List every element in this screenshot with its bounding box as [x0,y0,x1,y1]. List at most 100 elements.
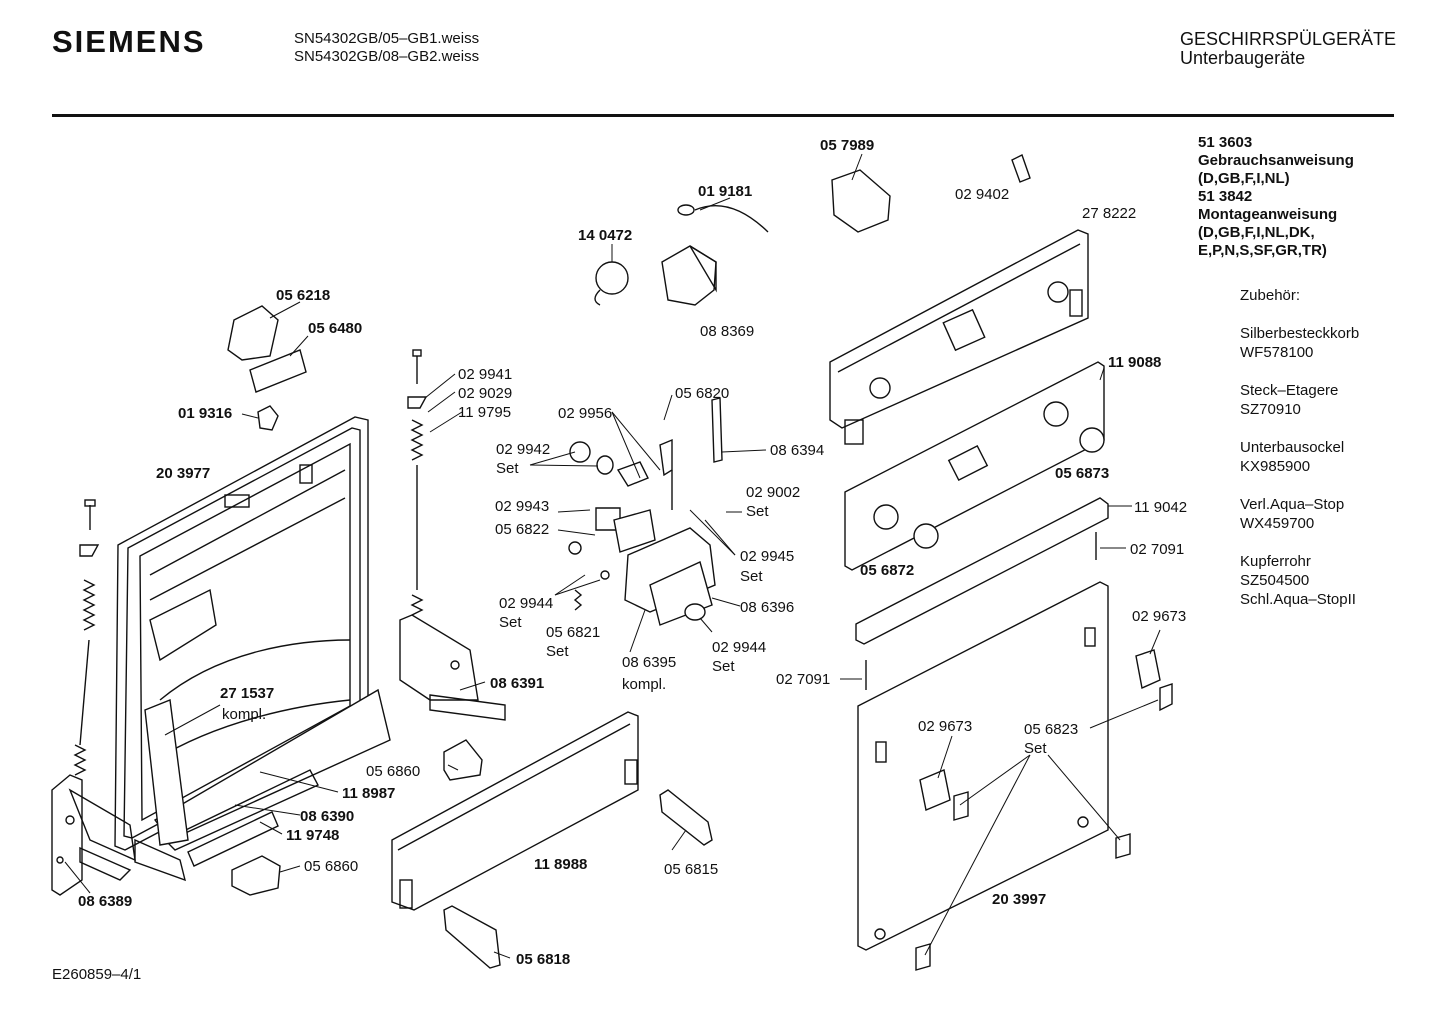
label-086395: 08 6395 [622,654,676,671]
model-number-1: SN54302GB/05–GB1.weiss [294,30,480,47]
label-056821-set: Set [546,643,569,660]
label-029944-left-set: Set [499,614,522,631]
accessory-item: Silberbesteckkorb WF578100 [1240,324,1359,362]
accessory-extra: Schl.Aqua–StopII [1240,591,1356,608]
part-labels: 05 7989 01 9181 02 9402 14 0472 27 8222 … [78,137,1187,968]
label-203977: 20 3977 [156,465,210,482]
clip-019316 [257,405,279,431]
spring-right [407,349,428,616]
doc-title-1: Gebrauchsanweisung [1198,152,1354,169]
plinth-panel [391,711,639,911]
label-027091-lower: 02 7091 [776,671,830,688]
door-panel-203997 [857,581,1109,951]
label-056821: 05 6821 [546,624,600,641]
accessory-code: WF578100 [1240,344,1314,361]
header-divider [52,114,1394,117]
strip-119042 [855,497,1109,645]
cable-019181 [677,204,769,233]
accessory-code: WX459700 [1240,515,1315,532]
label-056818: 05 6818 [516,951,570,968]
label-278222: 27 8222 [1082,205,1136,222]
hinge-right [399,614,506,721]
label-029956: 02 9956 [558,405,612,422]
accessory-name: Steck–Etagere [1240,382,1339,399]
label-019181: 01 9181 [698,183,752,200]
leader-lines [64,153,1161,959]
label-271537: 27 1537 [220,685,274,702]
label-118988: 11 8988 [534,856,587,873]
timer-140472 [594,261,629,306]
door-strips [134,688,391,882]
label-029002-set: Set [746,503,769,520]
control-panel-278222 [829,229,1089,445]
doc-code-2: 51 3842 [1198,188,1253,205]
label-203997: 20 3997 [992,891,1046,908]
label-056860-lower: 05 6860 [304,858,358,875]
label-029673-left: 02 9673 [918,718,972,735]
accessory-code: SZ504500 [1240,572,1310,589]
label-086390: 08 6390 [300,808,354,825]
label-056820: 05 6820 [675,385,729,402]
accessory-item: Steck–Etagere SZ70910 [1240,381,1359,419]
accessories-heading: Zubehör: [1240,287,1301,304]
label-029673-right: 02 9673 [1132,608,1186,625]
label-029944-right: 02 9944 [712,639,766,656]
label-086391: 08 6391 [490,675,544,692]
label-140472: 14 0472 [578,227,632,244]
latch-piece [144,699,189,846]
accessories-list: Zubehör: Silberbesteckkorb WF578100 Stec… [1240,286,1359,628]
model-numbers: SN54302GB/05–GB1.weiss SN54302GB/08–GB2.… [294,30,479,66]
accessory-name: Unterbausockel [1240,439,1345,456]
label-086396: 08 6396 [740,599,794,616]
label-056480: 05 6480 [308,320,362,337]
top-bracket [227,305,307,393]
hinge-029673 [915,649,1173,971]
label-056860-upper: 05 6860 [366,763,420,780]
label-019316: 01 9316 [178,405,232,422]
drawing-code: E260859–4/1 [52,966,142,983]
label-029945-set: Set [740,568,763,585]
label-029941: 02 9941 [458,366,512,383]
label-086394: 08 6394 [770,442,824,459]
label-086389: 08 6389 [78,893,132,910]
label-086395-kompl: kompl. [622,676,666,693]
accessory-item: Unterbausockel KX985900 [1240,438,1359,476]
doc-title-2: Montageanweisung [1198,206,1338,223]
label-119088: 11 9088 [1108,354,1161,371]
label-029943: 02 9943 [495,498,549,515]
label-056823-set: Set [1024,740,1047,757]
label-029029: 02 9029 [458,385,512,402]
doc-langs-2b: E,P,N,S,SF,GR,TR) [1198,242,1327,259]
label-027091-upper: 02 7091 [1130,541,1184,558]
doc-langs-1: (D,GB,F,I,NL) [1198,170,1290,187]
spring-left [73,499,100,776]
label-056815: 05 6815 [664,861,718,878]
model-number-2: SN54302GB/08–GB2.weiss [294,48,480,65]
accessory-name: Silberbesteckkorb [1240,325,1360,342]
label-119748: 11 9748 [286,827,339,844]
label-029402: 02 9402 [955,186,1009,203]
label-029945: 02 9945 [740,548,794,565]
label-056822: 05 6822 [495,521,549,538]
label-088369: 08 8369 [700,323,754,340]
knob-056873 [1079,427,1105,453]
hinge-left [51,774,136,896]
label-056823: 05 6823 [1024,721,1078,738]
doc-code-1: 51 3603 [1198,134,1253,151]
label-056872: 05 6872 [860,562,914,579]
accessory-code: KX985900 [1240,458,1311,475]
clip-029402 [1011,154,1031,183]
foot-block-lower [231,855,281,896]
category-subtitle: Unterbaugeräte [1180,48,1306,68]
accessory-name: Kupferrohr [1240,553,1311,570]
screw-027091 [865,532,1097,690]
sensor-parts [568,397,723,626]
label-118987: 11 8987 [342,785,395,802]
accessory-name: Verl.Aqua–Stop [1240,496,1345,513]
foot-block-upper [443,739,483,781]
doc-langs-2a: (D,GB,F,I,NL,DK, [1198,224,1315,241]
label-119795: 11 9795 [458,404,511,421]
label-029942: 02 9942 [496,441,550,458]
motor-088369 [661,245,717,306]
